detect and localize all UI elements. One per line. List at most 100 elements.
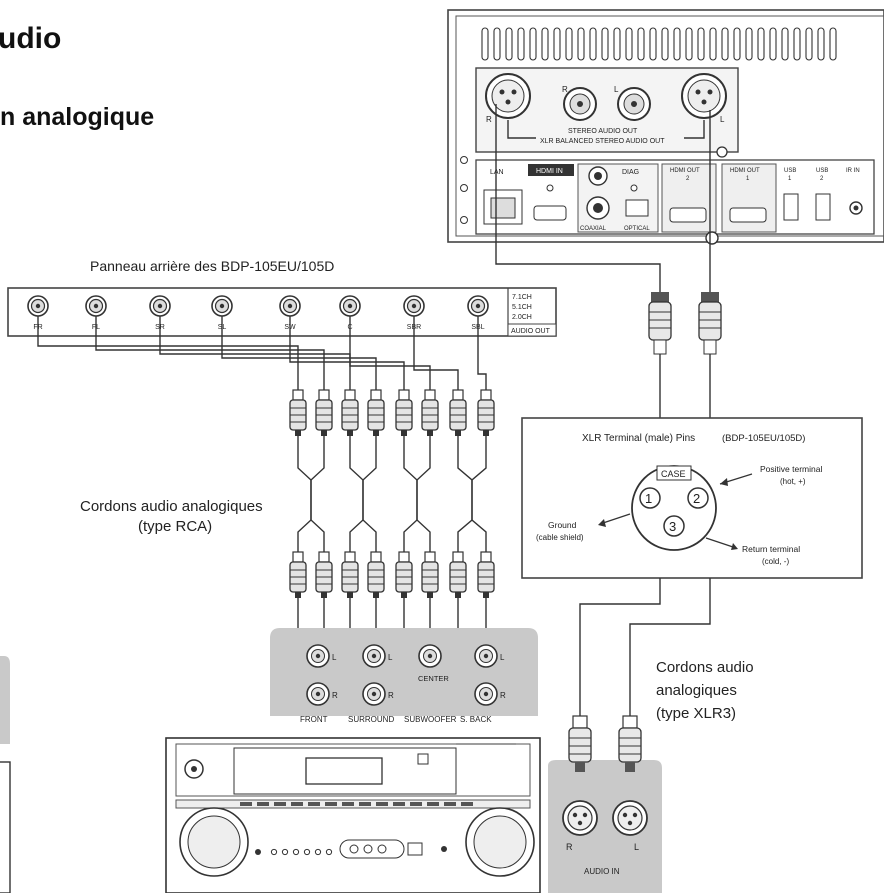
section-title: udio — [0, 22, 62, 55]
return-terminal-label: Return terminal — [742, 544, 800, 554]
rca-plug-lower — [315, 551, 333, 599]
rca-plug-upper — [449, 389, 467, 437]
xlr-pin-3: 3 — [669, 519, 676, 534]
partial-device-left — [0, 656, 11, 893]
audio-out-label: AUDIO OUT — [511, 328, 551, 335]
ground-label: Ground — [548, 520, 577, 530]
ventilation-grille — [481, 27, 837, 61]
diag-label: DIAG — [622, 169, 639, 176]
sback-label: S. BACK — [460, 715, 492, 724]
stereo-audio-out-label: STEREO AUDIO OUT — [568, 128, 638, 135]
xlr-pin-2: 2 — [693, 491, 700, 506]
ir-in-label: IR IN — [846, 168, 860, 174]
audio-in-label: AUDIO IN — [584, 867, 620, 876]
rca-plug-upper — [421, 389, 439, 437]
hdmi-out2-number: 2 — [686, 176, 690, 182]
rca-plug-upper — [395, 389, 413, 437]
rca-caption-line1: Cordons audio analogiques — [80, 498, 263, 515]
mc-jack-sbl — [467, 295, 489, 317]
rx-jack-bottom — [362, 682, 386, 706]
rca-plug-lower — [421, 551, 439, 599]
rca-plug-lower — [449, 551, 467, 599]
xlr-output-jack-r — [485, 73, 531, 119]
rx-jack-top — [362, 644, 386, 668]
optical-label: OPTICAL — [624, 226, 650, 232]
xlr-caption-line2: analogiques — [656, 682, 737, 699]
rca-plug-upper — [477, 389, 495, 437]
mode-5-1ch: 5.1CH — [512, 304, 532, 311]
hdmi-out1-label: HDMI OUT — [730, 168, 760, 174]
rx-l-letter: L — [388, 653, 393, 662]
front-label: FRONT — [300, 715, 328, 724]
rca-plug-upper — [289, 389, 307, 437]
io-ports-row: LAN HDMI IN DIAG COAXIAL OPTICAL HDMI OU… — [460, 156, 875, 245]
xlr-plug-left-top — [648, 292, 672, 355]
hdmi-out1-number: 1 — [746, 176, 750, 182]
rx-jack-top — [306, 644, 330, 668]
subwoofer-label: SUBWOOFER — [404, 715, 457, 724]
rca-cable-bundle — [37, 316, 495, 695]
rx-l-letter: L — [332, 653, 337, 662]
mc-jack-fr — [27, 295, 49, 317]
rx-jack-top — [418, 644, 442, 668]
rca-plug-lower — [289, 551, 307, 599]
mc-jack-sw — [279, 295, 301, 317]
xlr-caption-line1: Cordons audio — [656, 659, 754, 676]
mc-jack-c — [339, 295, 361, 317]
hdmi-in-label: HDMI IN — [536, 168, 563, 175]
rca-plug-lower — [341, 551, 359, 599]
rx-r-letter: R — [500, 691, 506, 700]
rca-plug-upper — [341, 389, 359, 437]
xlr-caption-line3: (type XLR3) — [656, 705, 736, 722]
usb1-number: 1 — [788, 176, 792, 182]
coaxial-label: COAXIAL — [580, 226, 607, 232]
positive-terminal-label: Positive terminal — [760, 464, 822, 474]
lan-label: LAN — [490, 169, 504, 176]
xlr-r-letter: R — [486, 115, 492, 124]
audio-in-r: R — [566, 842, 573, 852]
player-rear-panel: R L R L STEREO AUDIO OUT XLR BALANCED ST… — [447, 9, 884, 245]
return-terminal-sub: (cold, -) — [762, 557, 789, 566]
hdmi-out2-label: HDMI OUT — [670, 168, 700, 174]
rca-plug-upper — [315, 389, 333, 437]
xlr-plug-right-top — [698, 292, 722, 355]
rca-plug-lower — [477, 551, 495, 599]
rca-caption-line2: (type RCA) — [138, 518, 212, 535]
usb2-number: 2 — [820, 176, 824, 182]
mc-jack-sr — [149, 295, 171, 317]
usb1-label: USB — [784, 168, 796, 174]
rx-r-letter: R — [332, 691, 338, 700]
xlr-output-jack-l — [681, 73, 727, 119]
mode-7-1ch: 7.1CH — [512, 294, 532, 301]
mc-jack-sbr — [403, 295, 425, 317]
mc-jack-sl — [211, 295, 233, 317]
rx-r-letter: R — [388, 691, 394, 700]
mode-2-0ch: 2.0CH — [512, 314, 532, 321]
rca-plug-upper — [367, 389, 385, 437]
rca-plug-lower — [367, 551, 385, 599]
audio-in-jack-r — [562, 800, 598, 836]
ground-sub: (cable shield) — [536, 533, 584, 542]
mc-jack-fl — [85, 295, 107, 317]
surround-label: SURROUND — [348, 715, 394, 724]
audio-in-panel: R L AUDIO IN — [548, 715, 662, 893]
rx-jack-top — [474, 644, 498, 668]
rear-panel-caption: Panneau arrière des BDP-105EU/105D — [90, 258, 334, 274]
rca-r-letter: R — [562, 85, 568, 94]
rca-stereo-jack-r — [563, 87, 597, 121]
xlr-pin-1: 1 — [645, 491, 652, 506]
rca-plug-lower — [395, 551, 413, 599]
audio-in-jack-l — [612, 800, 648, 836]
rx-jack-bottom — [306, 682, 330, 706]
xlr-box-model: (BDP-105EU/105D) — [722, 433, 805, 444]
positive-terminal-sub: (hot, +) — [780, 477, 806, 486]
rca-l-letter: L — [614, 85, 619, 94]
av-receiver-front — [165, 737, 541, 893]
xlr-rca-outputs: R L R L STEREO AUDIO OUT XLR BALANCED ST… — [475, 67, 739, 158]
xlr-balanced-label: XLR BALANCED STEREO AUDIO OUT — [540, 138, 665, 145]
center-label: CENTER — [418, 674, 449, 683]
